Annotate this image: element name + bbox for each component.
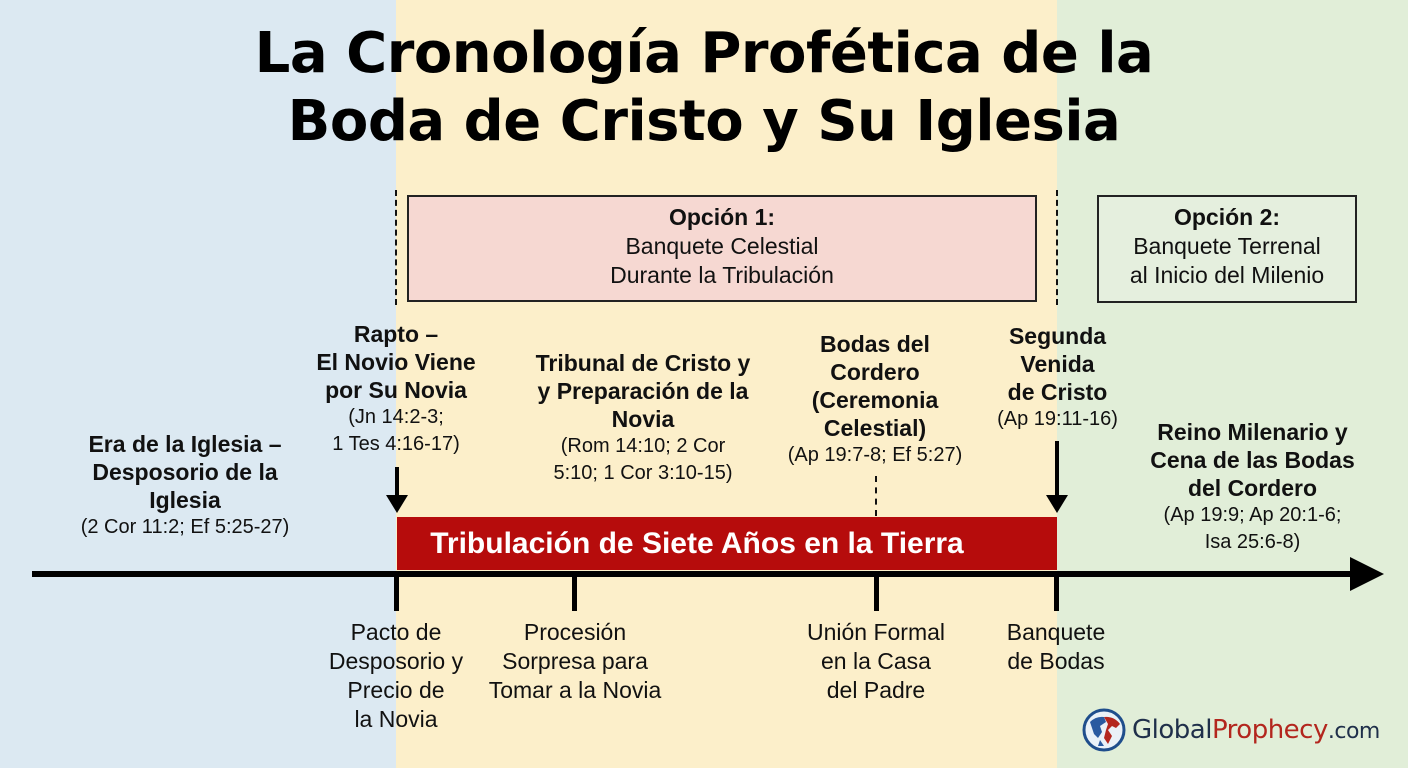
globe-icon — [1082, 708, 1126, 752]
event-title-line: Segunda — [1008, 323, 1107, 349]
church-age-background — [0, 0, 396, 768]
tick-banquet — [1054, 574, 1059, 611]
event-title-line: del Cordero — [1187, 475, 1318, 501]
second-coming-dashed-divider — [1056, 190, 1058, 305]
event-line: del Padre — [826, 677, 926, 703]
event-line: Desposorio y — [328, 648, 464, 674]
rapture-arrow-icon — [386, 467, 408, 513]
option-2-line-1: Banquete Terrenal — [1133, 233, 1321, 259]
event-betrothal-covenant: Pacto de Desposorio y Precio de la Novia — [316, 618, 476, 734]
event-title-line: Tribunal de Cristo y — [535, 350, 751, 376]
event-wedding-banquet: Banquete de Bodas — [990, 618, 1122, 676]
event-title-line: Venida — [1020, 351, 1095, 377]
event-reference: 1 Tes 4:16-17) — [332, 433, 460, 455]
tick-union — [874, 574, 879, 611]
option-1-line-1: Banquete Celestial — [625, 233, 819, 259]
event-line: Procesión — [523, 619, 627, 645]
tick-procession — [572, 574, 577, 611]
event-title-line: Rapto – — [353, 321, 439, 347]
event-surprise-procession: Procesión Sorpresa para Tomar a la Novia — [474, 618, 676, 705]
event-title-line: de Cristo — [1007, 379, 1108, 405]
event-title-line: Desposorio de la — [92, 459, 278, 485]
millennium-background — [1057, 0, 1408, 768]
rapture-dashed-divider — [395, 190, 397, 305]
event-line: la Novia — [354, 706, 438, 732]
event-line: Precio de — [347, 677, 445, 703]
globalprophecy-logo: GlobalProphecy.com — [1082, 708, 1380, 752]
event-reference: (Jn 14:2-3; — [348, 406, 444, 428]
event-line: Sorpresa para — [502, 648, 648, 674]
event-bema-seat: Tribunal de Cristo y y Preparación de la… — [512, 349, 774, 487]
event-millennium: Reino Milenario y Cena de las Bodas del … — [1135, 418, 1370, 556]
event-reference: (Ap 19:9; Ap 20:1-6; — [1163, 504, 1342, 526]
event-formal-union: Unión Formal en la Casa del Padre — [790, 618, 962, 705]
logo-text-prophecy: Prophecy — [1211, 715, 1328, 745]
event-title-line: Novia — [611, 406, 675, 432]
option-1-line-2: Durante la Tribulación — [610, 262, 834, 288]
marriage-dashed-connector — [875, 476, 877, 516]
logo-text: GlobalProphecy.com — [1132, 715, 1380, 745]
event-line: en la Casa — [821, 648, 931, 674]
event-title-line: Reino Milenario y — [1157, 419, 1348, 445]
event-second-coming: Segunda Venida de Cristo (Ap 19:11-16) — [980, 322, 1135, 433]
event-line: Pacto de — [350, 619, 442, 645]
logo-text-domain: .com — [1327, 719, 1380, 744]
logo-text-global: Global — [1132, 715, 1212, 745]
option-1-heading: Opción 1: — [668, 204, 776, 230]
event-title-line: y Preparación de la — [537, 378, 749, 404]
event-reference: Isa 25:6-8) — [1204, 531, 1301, 553]
tribulation-bar: Tribulación de Siete Años en la Tierra — [397, 517, 1057, 570]
event-title-line: El Novio Viene — [316, 349, 476, 375]
title-line-1: La Cronología Profética de la — [254, 21, 1154, 86]
event-line: de Bodas — [1007, 648, 1105, 674]
second-coming-arrow-icon — [1046, 441, 1068, 513]
event-reference: (Rom 14:10; 2 Cor — [560, 435, 726, 457]
option-2-box: Opción 2: Banquete Terrenal al Inicio de… — [1097, 195, 1357, 303]
event-marriage-of-lamb: Bodas del Cordero (Ceremonia Celestial) … — [770, 330, 980, 469]
event-title-line: por Su Novia — [325, 377, 467, 403]
event-title-line: Era de la Iglesia – — [88, 431, 282, 457]
event-reference: (Ap 19:7-8; Ef 5:27) — [787, 444, 963, 466]
timeline-arrowhead-icon — [1350, 557, 1384, 591]
event-title-line: Cena de las Bodas — [1150, 447, 1355, 473]
tribulation-background — [396, 0, 1057, 768]
event-reference: (Ap 19:11-16) — [997, 408, 1118, 430]
event-reference: (2 Cor 11:2; Ef 5:25-27) — [80, 516, 290, 538]
tick-betrothal — [394, 574, 399, 611]
event-line: Banquete — [1006, 619, 1106, 645]
option-1-box: Opción 1: Banquete Celestial Durante la … — [407, 195, 1037, 302]
option-2-heading: Opción 2: — [1173, 204, 1281, 230]
event-rapture: Rapto – El Novio Viene por Su Novia (Jn … — [296, 320, 496, 458]
option-2-line-2: al Inicio del Milenio — [1129, 262, 1325, 288]
timeline-axis — [32, 571, 1360, 577]
event-title-line: Celestial) — [823, 415, 927, 441]
event-line: Tomar a la Novia — [488, 677, 662, 703]
event-title-line: Iglesia — [149, 487, 221, 513]
event-reference: 5:10; 1 Cor 3:10-15) — [553, 462, 733, 484]
event-title-line: (Ceremonia — [811, 387, 939, 413]
event-title-line: Bodas del — [820, 331, 930, 357]
event-church-age: Era de la Iglesia – Desposorio de la Igl… — [60, 430, 310, 541]
page-title: La Cronología Profética de la Boda de Cr… — [0, 20, 1408, 156]
event-title-line: Cordero — [830, 359, 920, 385]
title-line-2: Boda de Cristo y Su Iglesia — [287, 89, 1121, 154]
event-line: Unión Formal — [806, 619, 946, 645]
